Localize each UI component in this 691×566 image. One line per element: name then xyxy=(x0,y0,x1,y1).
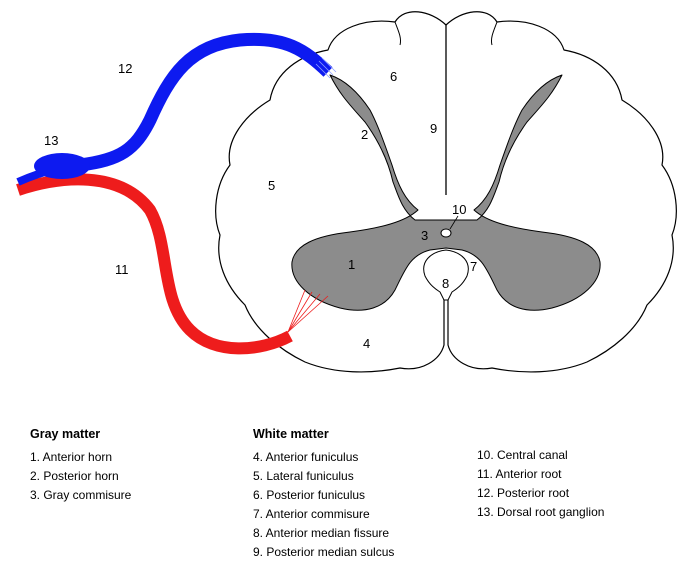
label-13: 13 xyxy=(44,133,58,148)
anterior-root xyxy=(16,173,293,355)
legend-item: 3. Gray commisure xyxy=(30,488,132,502)
legend-item: 5. Lateral funiculus xyxy=(253,469,354,483)
legend-item: 9. Posterior median sulcus xyxy=(253,545,395,559)
label-4: 4 xyxy=(363,336,370,351)
label-12: 12 xyxy=(118,61,132,76)
dorsal-root-ganglion xyxy=(34,153,90,179)
posterior-rootlets xyxy=(315,57,337,79)
legend-gray-matter: Gray matter 1. Anterior horn 2. Posterio… xyxy=(30,425,131,505)
anterior-median-fissure xyxy=(423,249,469,301)
label-9: 9 xyxy=(430,121,437,136)
label-5: 5 xyxy=(268,178,275,193)
label-11: 11 xyxy=(115,262,129,277)
posterior-root xyxy=(79,32,333,172)
label-8: 8 xyxy=(442,276,449,291)
legend-other-structures: 10. Central canal 11. Anterior root 12. … xyxy=(477,446,604,522)
legend-item: 8. Anterior median fissure xyxy=(253,526,390,540)
legend-item: 2. Posterior horn xyxy=(30,469,119,483)
legend-heading-gray-matter: Gray matter xyxy=(30,427,101,441)
legend-heading-white-matter: White matter xyxy=(253,427,329,441)
label-3: 3 xyxy=(421,228,428,243)
anterior-rootlets xyxy=(287,289,329,333)
central-canal xyxy=(440,228,452,238)
gray-matter xyxy=(291,74,601,311)
label-7: 7 xyxy=(470,259,477,274)
legend-item: 11. Anterior root xyxy=(477,467,562,481)
legend-item: 6. Posterior funiculus xyxy=(253,488,366,502)
spinal-cord-diagram: 1 2 3 4 5 6 7 8 9 10 11 12 13 xyxy=(16,11,677,373)
legend-item: 7. Anterior commisure xyxy=(253,507,370,521)
label-10: 10 xyxy=(452,202,466,217)
legend-item: 1. Anterior horn xyxy=(30,450,113,464)
label-6: 6 xyxy=(390,69,397,84)
legend-item: 13. Dorsal root ganglion xyxy=(477,505,605,519)
legend-item: 10. Central canal xyxy=(477,448,568,462)
legend-item: 4. Anterior funiculus xyxy=(253,450,359,464)
legend-white-matter: White matter 4. Anterior funiculus 5. La… xyxy=(253,425,394,562)
label-1: 1 xyxy=(348,257,355,272)
label-2: 2 xyxy=(361,127,368,142)
legend-item: 12. Posterior root xyxy=(477,486,570,500)
